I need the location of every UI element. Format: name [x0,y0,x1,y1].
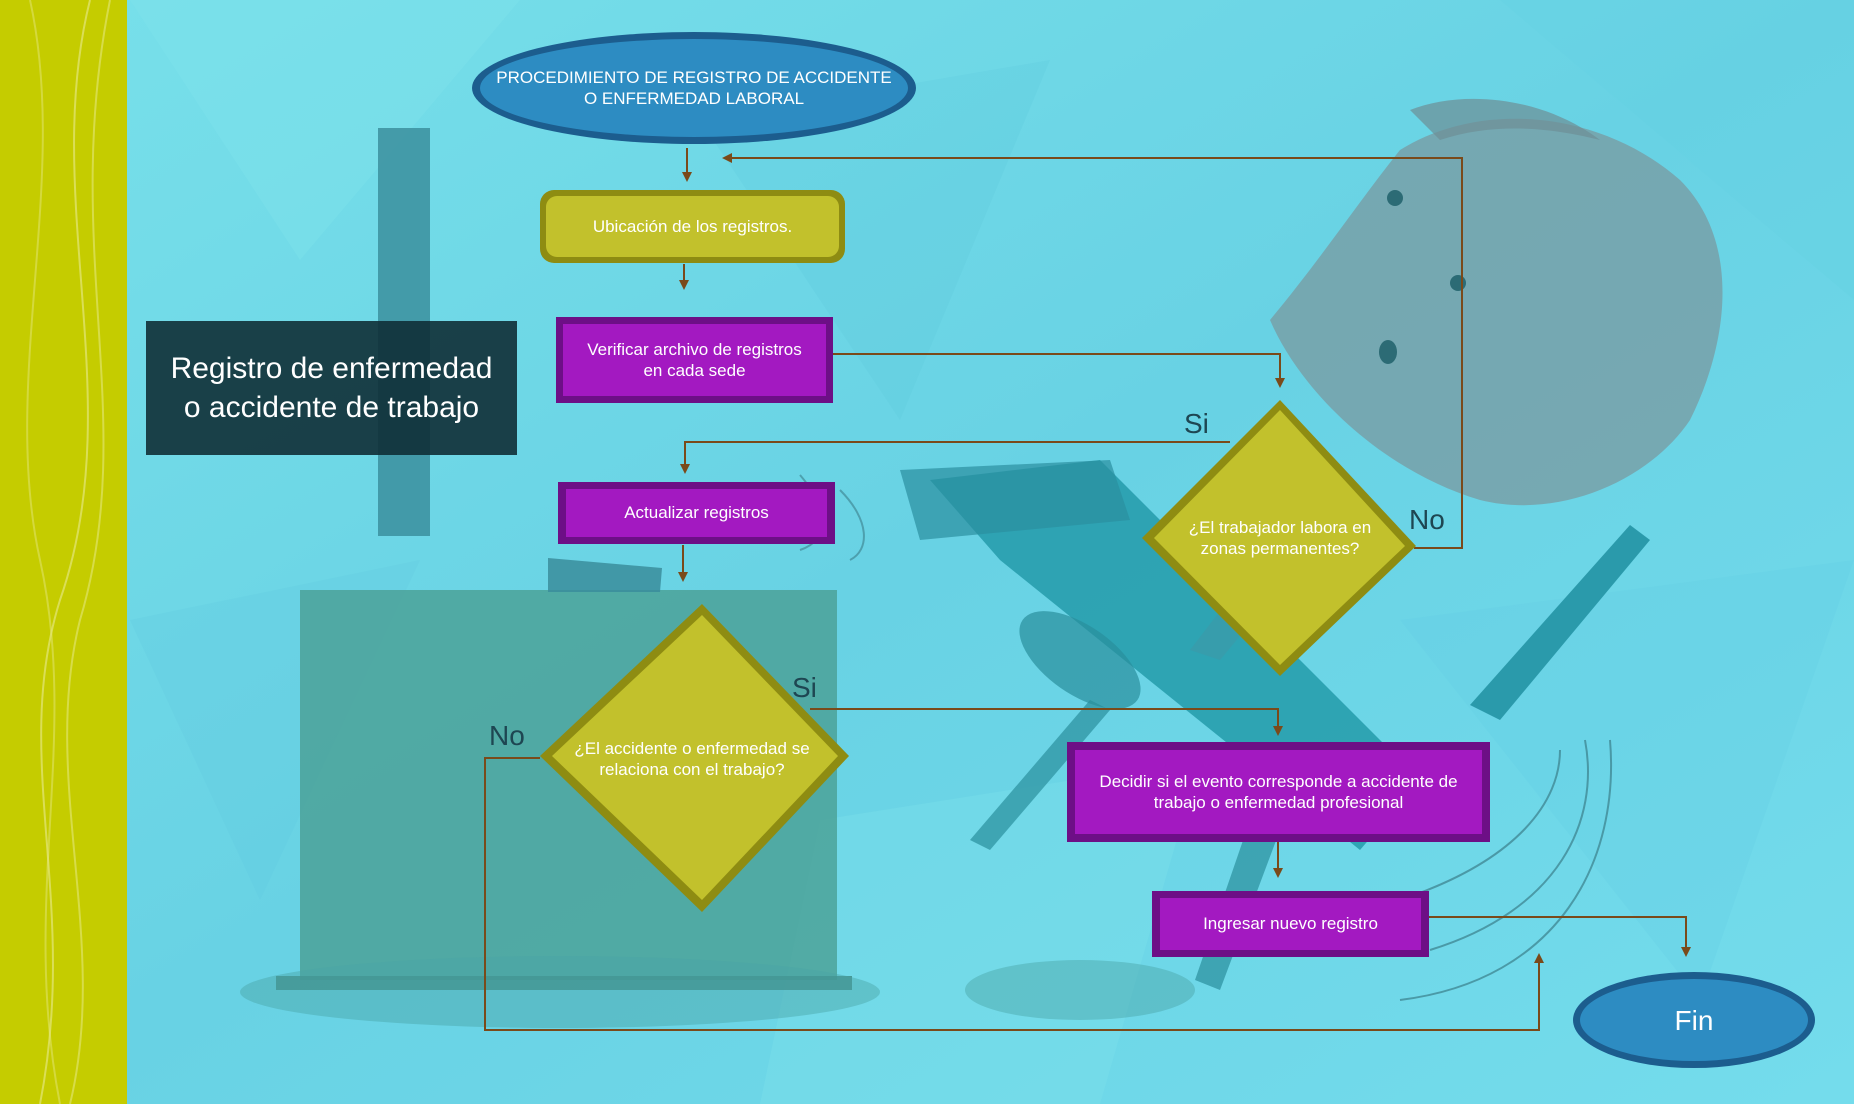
connector-verify-decision [832,353,1285,388]
decision-related [552,615,838,900]
side-title-box [146,321,517,455]
location-label: Ubicación de los registros. [592,216,793,236]
related-line2: relaciona con el trabajo? [599,760,785,779]
location-box [546,196,839,257]
start-line2: O ENFERMEDAD LABORAL [583,89,805,108]
head-shape [1270,118,1723,506]
decide-line1: Decidir si el evento corresponde a accid… [1099,771,1458,791]
label-no-top: No [1409,504,1445,535]
start-node: PROCEDIMIENTO DE REGISTRO DE ACCIDENTE O… [480,60,908,116]
new-record-box [1160,898,1421,950]
verify-line1: Verificar archivo de registros [587,339,802,359]
side-title-line1: Registro de enfermedad [170,352,493,385]
decision-permanent [1154,410,1405,665]
update-label: Actualizar registros [624,503,769,523]
new-record-node: Ingresar nuevo registro [1160,898,1421,950]
decision-permanent-node: ¿El trabajador labora en zonas permanent… [1160,505,1400,571]
verify-box [563,324,826,396]
label-yes-top: Si [1184,408,1209,439]
left-band [0,0,127,1104]
connector-yes-update [680,441,1230,474]
location-node: Ubicación de los registros. [546,196,839,257]
related-line1: ¿El accidente o enfermedad se [574,738,810,758]
start-line1: PROCEDIMIENTO DE REGISTRO DE ACCIDENTE [496,67,892,87]
decide-line2: trabajo o enfermedad profesional [1153,793,1404,812]
side-title-line2: o accidente de trabajo [183,391,480,424]
connector-no-loop [722,153,1463,549]
label-no-bottom: No [489,720,525,751]
connector-no-new [484,757,1544,1031]
end-node: Fin [1580,990,1808,1050]
verify-line2: en cada sede [643,361,746,380]
new-record-label: Ingresar nuevo registro [1203,914,1378,934]
verify-node: Verificar archivo de registros en cada s… [563,324,826,396]
connector-new-end [1428,916,1691,957]
permanent-line2: zonas permanentes? [1200,539,1360,558]
end-ellipse [1580,979,1808,1061]
decide-node: Decidir si el evento corresponde a accid… [1075,750,1482,834]
start-ellipse [480,39,908,137]
decide-box [1075,750,1482,834]
decision-related-node: ¿El accidente o enfermedad se relaciona … [552,726,832,792]
label-yes-bottom: Si [792,672,817,703]
end-label: Fin [1674,1004,1714,1036]
update-node: Actualizar registros [566,489,827,537]
update-box [566,489,827,537]
side-title: Registro de enfermedad o accidente de tr… [146,321,517,455]
connector-yes-decide [810,708,1283,736]
permanent-line1: ¿El trabajador labora en [1188,517,1372,537]
